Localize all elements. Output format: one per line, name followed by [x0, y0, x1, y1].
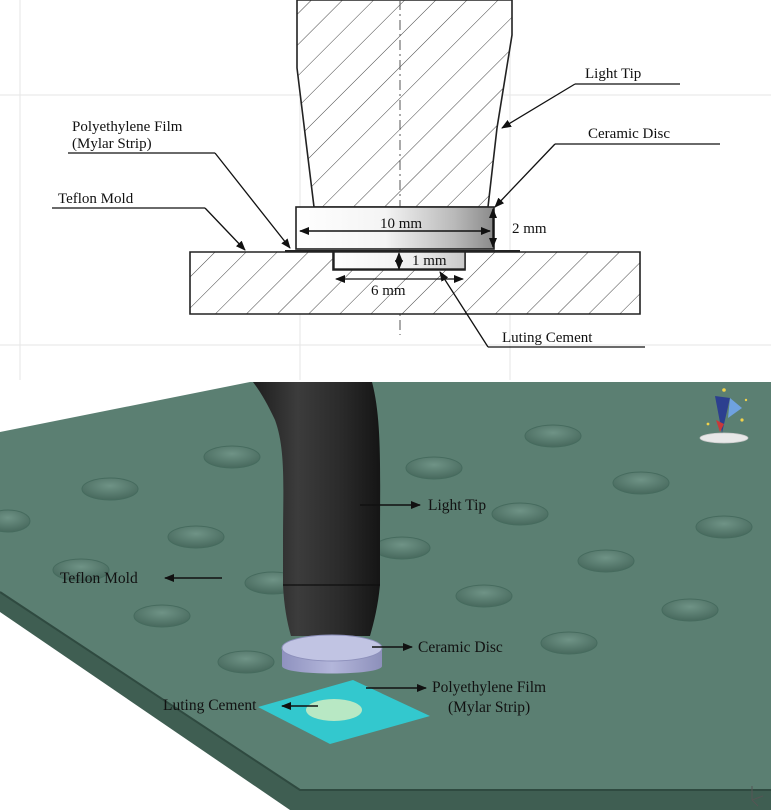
- label-light-tip-top: Light Tip: [585, 66, 641, 82]
- luting-leader: [439, 271, 489, 348]
- label-polyethylene-line2-bottom: (Mylar Strip): [448, 699, 530, 716]
- light-tip-section: [296, 0, 513, 208]
- mold-plate-top: [0, 382, 771, 790]
- cross-section-panel: 10 mm 2 mm 1 mm 6 mm Light Tip Ceramic D…: [0, 0, 771, 380]
- label-luting-cement-bottom: Luting Cement: [163, 697, 257, 714]
- dimension-10mm: 10 mm: [380, 216, 422, 232]
- light-tip-leader: [501, 83, 576, 129]
- dimension-6mm: 6 mm: [371, 283, 406, 299]
- axis-triad-icon: [751, 786, 764, 807]
- label-polyethylene-line1-top: Polyethylene Film: [72, 119, 183, 135]
- luting-cement-3d: [306, 699, 362, 721]
- label-ceramic-disc-bottom: Ceramic Disc: [418, 639, 503, 656]
- label-luting-cement-top: Luting Cement: [502, 330, 593, 346]
- label-teflon-mold-top: Teflon Mold: [58, 191, 134, 207]
- label-ceramic-disc-top: Ceramic Disc: [588, 126, 670, 142]
- compass-flag-icon: [699, 388, 749, 444]
- label-light-tip-bottom: Light Tip: [428, 497, 486, 514]
- mold-plate-side: [0, 592, 771, 810]
- light-tip-3d: [253, 382, 381, 636]
- ceramic-disc-leader: [494, 143, 556, 208]
- label-teflon-mold-bottom: Teflon Mold: [60, 570, 138, 587]
- label-polyethylene-line2-top: (Mylar Strip): [72, 136, 152, 152]
- render-panel: Light Tip Teflon Mold Ceramic Disc Polye…: [0, 382, 771, 810]
- teflon-leader: [204, 207, 246, 251]
- dimension-1mm: 1 mm: [412, 253, 447, 269]
- label-polyethylene-line1-bottom: Polyethylene Film: [432, 679, 546, 696]
- polyethylene-leader: [214, 152, 291, 249]
- dimension-2mm: 2 mm: [512, 221, 547, 237]
